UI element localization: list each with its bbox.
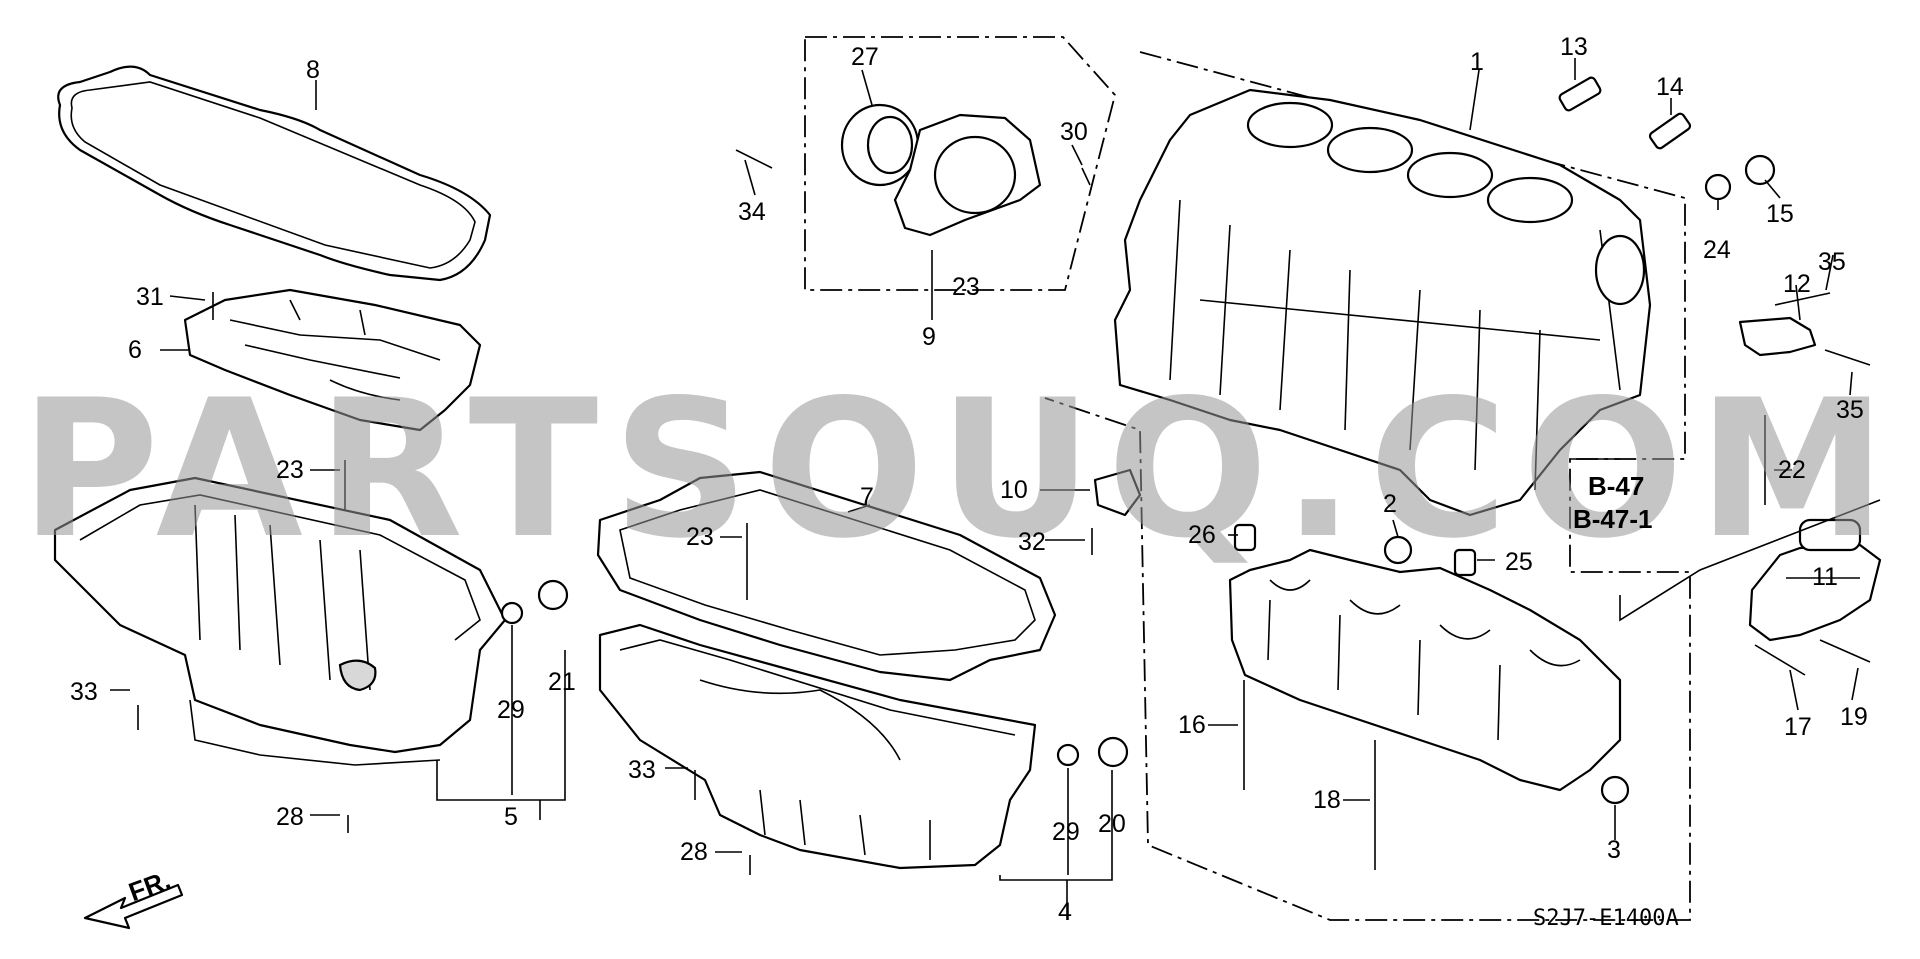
washer-29-center [1056,743,1080,767]
sensor-13 [1558,76,1602,112]
ref-b47: B-47 [1588,471,1644,501]
part-8-gasket-shape [57,65,492,282]
callout-26: 26 [1188,521,1216,549]
callout-35-upper: 35 [1818,248,1846,276]
bracket-10 [1093,468,1142,517]
callout-3: 3 [1607,836,1621,864]
cylinder-bore-2 [1326,126,1414,174]
washer-29-left [500,601,524,625]
callout-22: 22 [1778,456,1806,484]
leader-lines [110,58,1881,920]
callout-21: 21 [548,668,576,696]
bolt-17 [1754,644,1806,676]
callout-24: 24 [1703,236,1731,264]
left-oil-pan-drain-boss [338,659,377,692]
callout-32: 32 [1018,528,1046,556]
block-crank-bore [1594,234,1646,306]
callout-27: 27 [851,43,879,71]
callout-18: 18 [1313,786,1341,814]
part-27-oil-seal-inner [866,115,914,175]
callout-29-center: 29 [1052,818,1080,846]
part-12-bracket [1738,316,1817,357]
bolt-19 [1819,639,1871,663]
callout-23-left: 23 [276,456,304,484]
cylinder-bore-4 [1486,176,1574,224]
callout-10: 10 [1000,476,1028,504]
callout-16: 16 [1178,711,1206,739]
ref-b47-1: B-47-1 [1573,504,1652,534]
callout-17: 17 [1784,713,1812,741]
pin-30 [1081,167,1091,186]
front-arrow-icon [83,883,184,930]
callout-2: 2 [1383,490,1397,518]
part-9-housing-bore [933,135,1017,215]
part-6-baffle-plate [183,288,482,432]
plug-20 [1097,736,1129,768]
callout-23-top: 23 [952,273,980,301]
callout-30: 30 [1060,118,1088,146]
cylinder-block-ribs [1169,199,1621,491]
callout-11: 11 [1812,563,1838,591]
plug-3 [1600,775,1630,805]
callout-19: 19 [1840,703,1868,731]
callout-33-center: 33 [628,756,656,784]
callout-7: 7 [860,483,874,511]
callout-29-left: 29 [497,696,525,724]
callout-8: 8 [306,56,320,84]
callout-15: 15 [1766,200,1794,228]
plug-15 [1744,154,1776,186]
part-6-baffle-detail [229,299,441,401]
part-8-gasket-inner [70,81,476,269]
callout-35-lower: 35 [1836,396,1864,424]
callout-23-center: 23 [686,523,714,551]
part-7-gasket-shape [596,470,1057,682]
callout-6: 6 [128,336,142,364]
bearing-carrier-shape [1228,548,1622,792]
seal-housing-group-border [804,36,1116,291]
center-oil-pan-inner [619,639,1016,860]
callout-25: 25 [1505,548,1533,576]
callout-31: 31 [136,283,164,311]
callout-20: 20 [1098,810,1126,838]
callout-4: 4 [1058,898,1072,926]
callout-5: 5 [504,803,518,831]
callout-28-center: 28 [680,838,708,866]
callout-9: 9 [922,323,936,351]
bolt-35-lower [1824,349,1871,366]
dowel-26 [1233,523,1257,552]
figure-code: S2J7-E1400A [1533,906,1679,931]
callout-1: 1 [1470,48,1484,76]
bolt-35-upper [1774,292,1831,306]
left-oil-pan-shape [53,476,507,754]
callout-34: 34 [738,198,766,226]
washer-24 [1704,173,1732,201]
cylinder-bore-3 [1406,151,1494,199]
engine-block-group-border [1044,51,1691,921]
callout-numbers: 1 2 3 4 5 6 7 8 9 10 11 12 13 14 15 16 1… [70,33,1868,926]
callout-14: 14 [1656,73,1684,101]
callout-28-left: 28 [276,803,304,831]
center-oil-pan-shape [598,623,1037,870]
part-7-gasket-inner [619,489,1036,656]
callout-33-left: 33 [70,678,98,706]
bearing-carrier-saddles [1267,579,1581,741]
sensor-14 [1648,112,1692,150]
callout-12: 12 [1783,270,1811,298]
bolt-34 [735,149,773,169]
left-oil-pan-inner [79,494,481,766]
plug-21 [537,579,569,611]
cylinder-bore-1 [1246,101,1334,149]
dowel-25 [1453,548,1477,577]
watermark-text: PARTSOUQ.COM [20,359,1901,580]
callout-13: 13 [1560,33,1588,61]
